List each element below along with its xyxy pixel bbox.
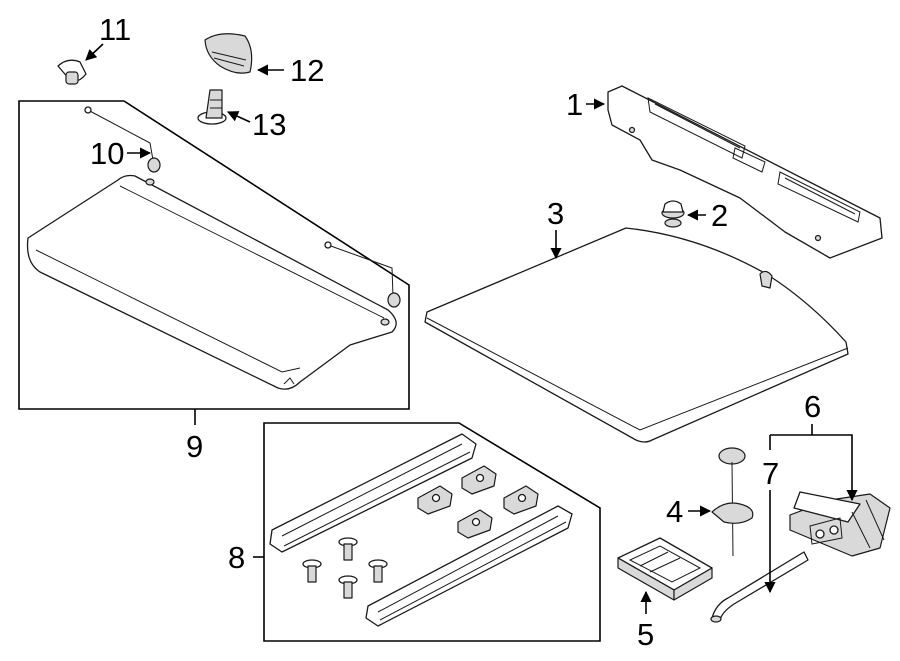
part-11-clip	[57, 59, 87, 85]
part-1-trim-panel	[607, 85, 883, 259]
group-frame-8	[263, 422, 601, 642]
callout-7: 7	[762, 456, 779, 491]
callout-labels: 1 2 3 4 5 6 7 8 9 10 11 12 13	[90, 12, 821, 652]
callout-13: 13	[252, 107, 286, 142]
callout-5: 5	[637, 617, 654, 652]
callout-8: 8	[228, 540, 245, 575]
part-2-retainer	[661, 200, 685, 228]
part-10-support-rod	[84, 106, 401, 308]
part-5-tool-tray	[617, 537, 713, 601]
callout-11: 11	[99, 12, 131, 47]
callout-1: 1	[566, 87, 583, 122]
part-6-jack	[789, 491, 891, 557]
part-4-hold-down	[711, 447, 754, 557]
callout-12: 12	[290, 53, 324, 88]
group-frame-9	[18, 100, 410, 410]
part-8-bolts	[302, 537, 388, 599]
callout-3: 3	[547, 196, 564, 231]
callout-4: 4	[666, 494, 683, 529]
callout-9: 9	[186, 429, 203, 464]
leader-lines	[85, 43, 858, 614]
part-7-lug-wrench	[710, 551, 809, 623]
part-3-floor-panel	[424, 227, 849, 443]
callout-2: 2	[711, 198, 728, 233]
part-8-brackets	[417, 465, 539, 539]
part-12-cap	[204, 33, 253, 74]
callout-10: 10	[90, 136, 124, 171]
part-8-rail-upper	[269, 433, 477, 553]
callout-6: 6	[804, 389, 821, 424]
part-13-push-pin	[197, 89, 227, 125]
part-8-rail-lower	[365, 505, 573, 627]
part-9-cargo-cover	[26, 174, 397, 390]
